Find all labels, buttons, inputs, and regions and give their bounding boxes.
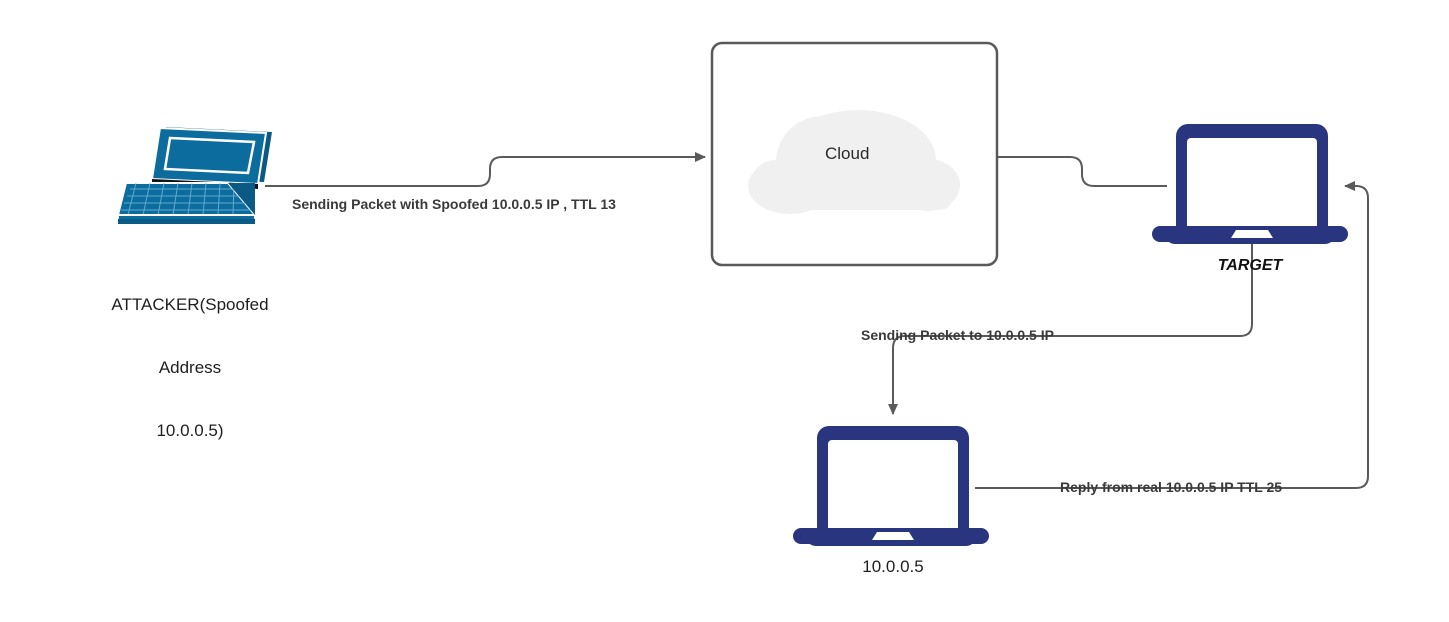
edge-attacker-to-cloud	[265, 152, 706, 187]
edge-cloud-to-target	[997, 156, 1167, 187]
cloud-label: Cloud	[825, 144, 870, 163]
attacker-label-line-3: 10.0.0.5)	[156, 421, 224, 440]
attacker-label-line-2: Address	[158, 358, 222, 377]
laptop-teal-icon[interactable]	[116, 126, 272, 225]
laptop-navy-icon-realhost[interactable]	[793, 426, 989, 546]
edge-label-target-to-real-host: Sending Packet to 10.0.0.5 IP	[861, 327, 1054, 343]
edge-target-to-real-host	[888, 240, 1253, 415]
attacker-label: ATTACKER(Spoofed Address 10.0.0.5)	[60, 252, 320, 483]
laptop-navy-icon-target[interactable]	[1152, 124, 1348, 244]
edge-label-attacker-to-cloud: Sending Packet with Spoofed 10.0.0.5 IP …	[292, 196, 616, 212]
edge-real-host-to-target	[975, 181, 1369, 489]
target-label: TARGET	[1217, 257, 1283, 274]
attacker-label-line-1: ATTACKER(Spoofed	[111, 295, 269, 314]
cloud-icon	[748, 110, 960, 214]
real-host-label: 10.0.0.5	[862, 557, 924, 576]
cloud-container[interactable]	[710, 41, 999, 267]
edge-label-real-host-to-target: Reply from real 10.0.0.5 IP TTL 25	[1060, 479, 1283, 495]
